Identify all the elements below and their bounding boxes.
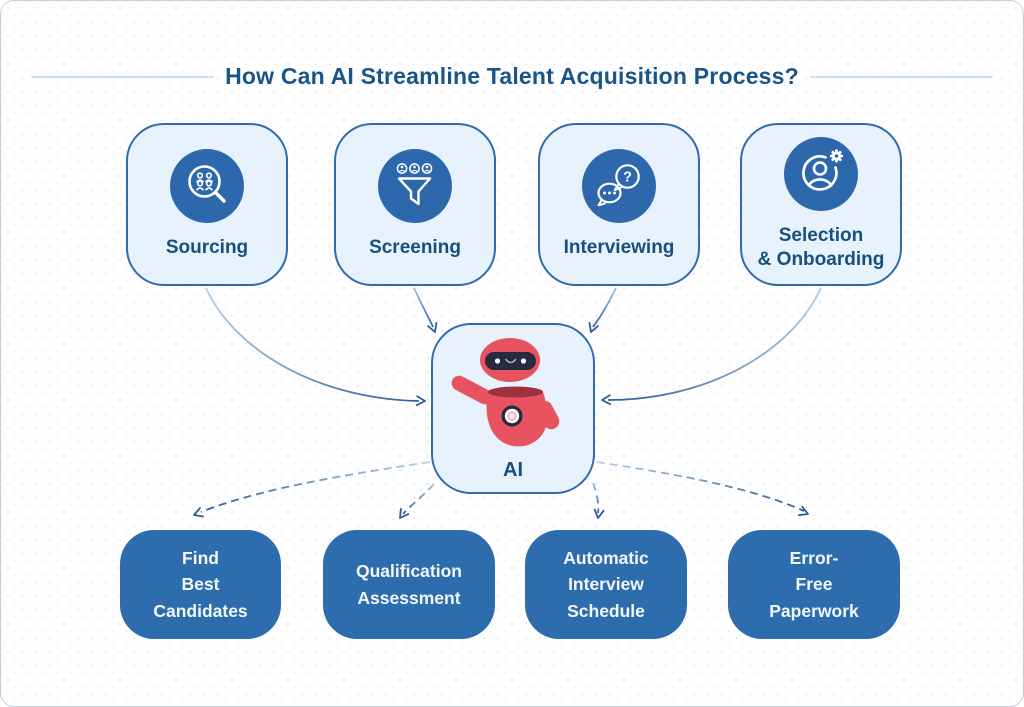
benefit-box-find-best-candidates: Find Best Candidates [120,530,281,639]
ai-hub-box: AI [431,323,595,494]
benefit-box-automatic-interview-schedule: Automatic Interview Schedule [525,530,687,639]
arrow-ai-to-find-best-candidates [200,461,431,513]
arrowhead [427,322,438,333]
arrow-ai-to-qualification-assessment [402,483,435,515]
page-title: How Can AI Streamline Talent Acquisition… [225,63,799,89]
arrowhead [193,507,204,518]
benefit-box-error-free-paperwork: Error- Free Paperwork [728,530,900,639]
stage-label: Selection & Onboarding [757,225,885,270]
arrow-sourcing-to-ai [205,287,420,402]
stage-box-sourcing: Sourcing [126,123,288,286]
arrowhead [588,322,599,333]
arrow-ai-to-automatic-interview-schedule [592,482,600,514]
title-bar: How Can AI Streamline Talent Acquisition… [1,63,1023,90]
arrowhead [399,507,410,519]
chat-question-icon: ? [582,149,656,224]
title-rule-right [809,75,993,78]
benefit-box-qualification-assessment: Qualification Assessment [323,530,495,639]
stage-box-selection-onboarding: Selection & Onboarding [740,123,902,286]
arrow-interviewing-to-ai [592,287,617,328]
arrow-selection-to-ai [607,287,822,401]
arrow-screening-to-ai [413,287,434,328]
stage-box-screening: Screening [334,123,496,286]
stage-label: Sourcing [165,237,249,259]
arrowhead [601,394,612,406]
title-rule-left [31,75,215,78]
stage-label: Interviewing [563,237,675,259]
arrow-ai-to-error-free-paperwork [596,461,805,512]
ai-label: AI [503,459,523,481]
candidate-filter-icon [378,149,452,224]
svg-text:?: ? [623,170,632,186]
people-search-icon [170,149,244,224]
arrowhead [797,505,809,517]
arrowhead [415,395,426,407]
stage-label: Screening [369,237,461,259]
person-gear-icon [784,137,858,212]
stage-box-interviewing: ? Interviewing [538,123,700,286]
arrowhead [593,508,605,519]
